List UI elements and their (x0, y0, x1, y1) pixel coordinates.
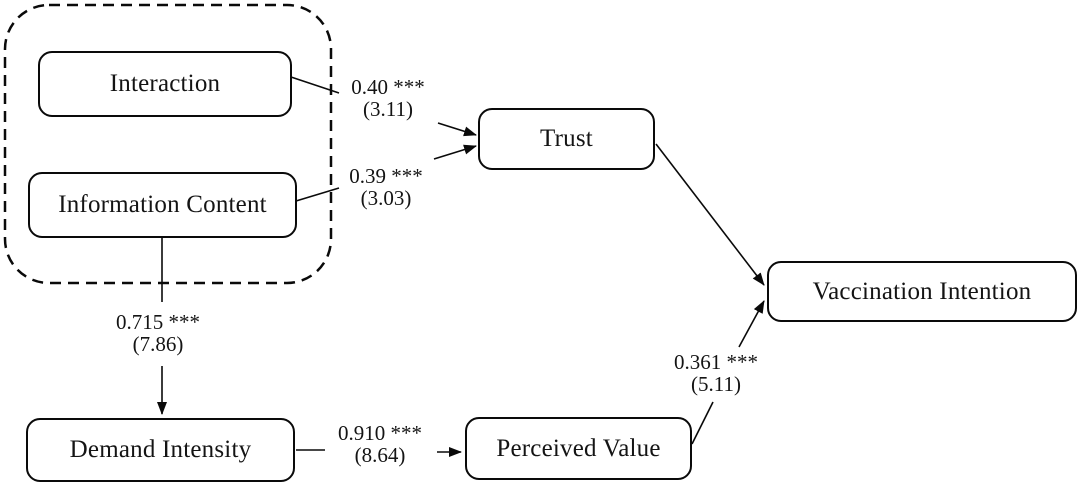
path-label-interaction-trust: 0.40 *** (3.11) (351, 76, 425, 120)
node-information-content-label: Information Content (58, 191, 267, 218)
path-label-perceived-value-vaccination-intention: 0.361 *** (5.11) (674, 351, 758, 395)
edge-arrow-into-trust-lower (433, 144, 477, 160)
path-t-value: (8.64) (354, 443, 406, 467)
path-label-information-content-demand-intensity: 0.715 *** (7.86) (116, 311, 200, 355)
path-label-information-content-trust: 0.39 *** (3.03) (349, 165, 423, 209)
node-interaction-label: Interaction (109, 70, 221, 97)
node-vaccination-intention: Vaccination Intention (767, 261, 1077, 322)
path-coefficient: 0.361 *** (674, 350, 758, 374)
edge-arrow-into-trust-upper (437, 122, 477, 137)
path-coefficient: 0.910 *** (338, 421, 422, 445)
edge-information-content-to-label (295, 187, 340, 202)
node-interaction: Interaction (38, 51, 292, 117)
node-demand-intensity-label: Demand Intensity (69, 436, 252, 463)
node-perceived-value-label: Perceived Value (496, 434, 661, 462)
exogenous-group-dashed-border (3, 3, 333, 285)
node-trust: Trust (478, 108, 655, 170)
path-t-value: (7.86) (132, 332, 184, 356)
path-label-demand-intensity-perceived-value: 0.910 *** (8.64) (338, 422, 422, 466)
path-t-value: (3.11) (363, 97, 413, 121)
path-t-value: (5.11) (691, 372, 741, 396)
edge-interaction-to-label (290, 76, 340, 94)
node-trust-label: Trust (540, 125, 593, 152)
path-coefficient: 0.40 *** (351, 75, 425, 99)
edge-perceived-value-to-label (691, 401, 714, 445)
node-demand-intensity: Demand Intensity (26, 418, 295, 482)
node-information-content: Information Content (28, 172, 297, 238)
path-coefficient: 0.715 *** (116, 310, 200, 334)
edge-trust-to-vaccination-intention (655, 143, 765, 286)
node-perceived-value: Perceived Value (465, 417, 692, 480)
path-t-value: (3.03) (360, 186, 412, 210)
edge-arrow-into-vaccination-intention-lower (738, 300, 765, 348)
node-vaccination-intention-label: Vaccination Intention (812, 277, 1032, 305)
path-coefficient: 0.39 *** (349, 164, 423, 188)
